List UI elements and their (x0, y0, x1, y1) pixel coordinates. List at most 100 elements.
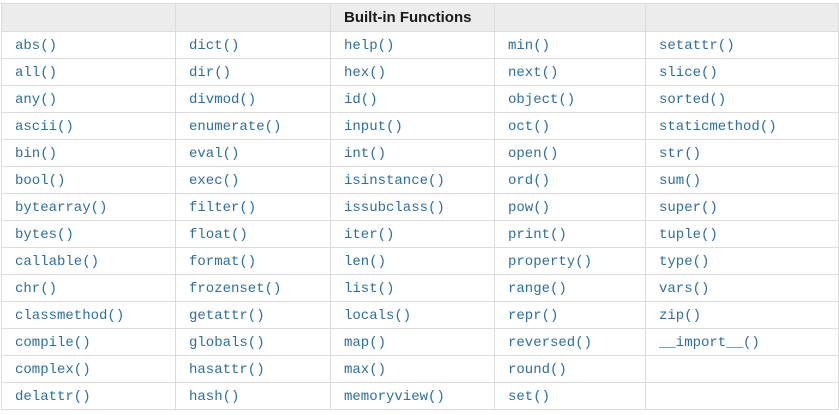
function-link[interactable]: globals() (189, 335, 265, 351)
function-link[interactable]: sorted() (659, 92, 727, 108)
function-cell: delattr() (1, 382, 176, 410)
function-link[interactable]: zip() (659, 308, 702, 324)
function-link[interactable]: str() (659, 146, 702, 162)
function-link[interactable]: locals() (344, 308, 412, 324)
function-cell: range() (494, 274, 646, 302)
function-link[interactable]: setattr() (659, 38, 735, 54)
function-link[interactable]: filter() (189, 200, 257, 216)
function-cell: hash() (175, 382, 331, 410)
function-link[interactable]: round() (508, 362, 567, 378)
empty-cell (645, 382, 839, 410)
function-cell: chr() (1, 274, 176, 302)
function-link[interactable]: eval() (189, 146, 240, 162)
function-link[interactable]: map() (344, 335, 387, 351)
table-row: complex() hasattr() max() round() (1, 355, 839, 383)
function-link[interactable]: enumerate() (189, 119, 282, 135)
function-link[interactable]: delattr() (15, 389, 91, 405)
function-cell: zip() (645, 301, 839, 329)
function-cell: dir() (175, 58, 331, 86)
function-link[interactable]: open() (508, 146, 559, 162)
function-link[interactable]: compile() (15, 335, 91, 351)
function-cell: list() (330, 274, 495, 302)
function-cell: ord() (494, 166, 646, 194)
function-cell: input() (330, 112, 495, 140)
function-link[interactable]: reversed() (508, 335, 593, 351)
function-link[interactable]: chr() (15, 281, 58, 297)
function-link[interactable]: len() (344, 254, 387, 270)
function-link[interactable]: max() (344, 362, 387, 378)
function-cell: hex() (330, 58, 495, 86)
function-link[interactable]: __import__() (659, 335, 760, 351)
function-cell: isinstance() (330, 166, 495, 194)
function-cell: any() (1, 85, 176, 113)
function-link[interactable]: tuple() (659, 227, 718, 243)
function-link[interactable]: ord() (508, 173, 551, 189)
function-link[interactable]: abs() (15, 38, 58, 54)
table-row: bin() eval() int() open() str() (1, 139, 839, 167)
function-link[interactable]: dict() (189, 38, 240, 54)
function-link[interactable]: hex() (344, 65, 387, 81)
function-link[interactable]: oct() (508, 119, 551, 135)
function-link[interactable]: set() (508, 389, 551, 405)
function-link[interactable]: repr() (508, 308, 559, 324)
function-cell: staticmethod() (645, 112, 839, 140)
function-link[interactable]: object() (508, 92, 576, 108)
table-row: compile() globals() map() reversed() __impor… (1, 328, 839, 356)
function-cell: property() (494, 247, 646, 275)
function-link[interactable]: ascii() (15, 119, 74, 135)
function-link[interactable]: exec() (189, 173, 240, 189)
function-link[interactable]: vars() (659, 281, 710, 297)
function-link[interactable]: range() (508, 281, 567, 297)
function-link[interactable]: dir() (189, 65, 232, 81)
function-link[interactable]: any() (15, 92, 58, 108)
function-link[interactable]: staticmethod() (659, 119, 777, 135)
table-row: classmethod() getattr() locals() repr() zip(… (1, 301, 839, 329)
function-cell: bytes() (1, 220, 176, 248)
function-link[interactable]: print() (508, 227, 567, 243)
function-link[interactable]: all() (15, 65, 58, 81)
function-link[interactable]: property() (508, 254, 593, 270)
function-link[interactable]: super() (659, 200, 718, 216)
function-link[interactable]: help() (344, 38, 395, 54)
function-cell: open() (494, 139, 646, 167)
function-cell: len() (330, 247, 495, 275)
function-link[interactable]: sum() (659, 173, 702, 189)
function-link[interactable]: isinstance() (344, 173, 445, 189)
function-link[interactable]: frozenset() (189, 281, 282, 297)
function-link[interactable]: complex() (15, 362, 91, 378)
function-link[interactable]: callable() (15, 254, 100, 270)
function-link[interactable]: classmethod() (15, 308, 125, 324)
function-link[interactable]: memoryview() (344, 389, 445, 405)
function-link[interactable]: slice() (659, 65, 718, 81)
empty-cell (645, 355, 839, 383)
function-link[interactable]: list() (344, 281, 395, 297)
function-link[interactable]: next() (508, 65, 559, 81)
function-link[interactable]: iter() (344, 227, 395, 243)
function-link[interactable]: float() (189, 227, 248, 243)
function-cell: bin() (1, 139, 176, 167)
function-cell: sum() (645, 166, 839, 194)
function-link[interactable]: format() (189, 254, 257, 270)
function-cell: all() (1, 58, 176, 86)
function-link[interactable]: issubclass() (344, 200, 445, 216)
function-cell: exec() (175, 166, 331, 194)
function-link[interactable]: hasattr() (189, 362, 265, 378)
function-link[interactable]: bool() (15, 173, 66, 189)
function-link[interactable]: pow() (508, 200, 551, 216)
function-link[interactable]: id() (344, 92, 378, 108)
function-link[interactable]: int() (344, 146, 387, 162)
function-link[interactable]: bytes() (15, 227, 74, 243)
function-cell: type() (645, 247, 839, 275)
function-cell: repr() (494, 301, 646, 329)
function-link[interactable]: bytearray() (15, 200, 108, 216)
function-link[interactable]: min() (508, 38, 551, 54)
function-link[interactable]: bin() (15, 146, 58, 162)
function-link[interactable]: type() (659, 254, 710, 270)
table-row: bytes() float() iter() print() tuple() (1, 220, 839, 248)
function-link[interactable]: input() (344, 119, 403, 135)
function-link[interactable]: hash() (189, 389, 240, 405)
function-link[interactable]: divmod() (189, 92, 257, 108)
function-cell: map() (330, 328, 495, 356)
function-link[interactable]: getattr() (189, 308, 265, 324)
